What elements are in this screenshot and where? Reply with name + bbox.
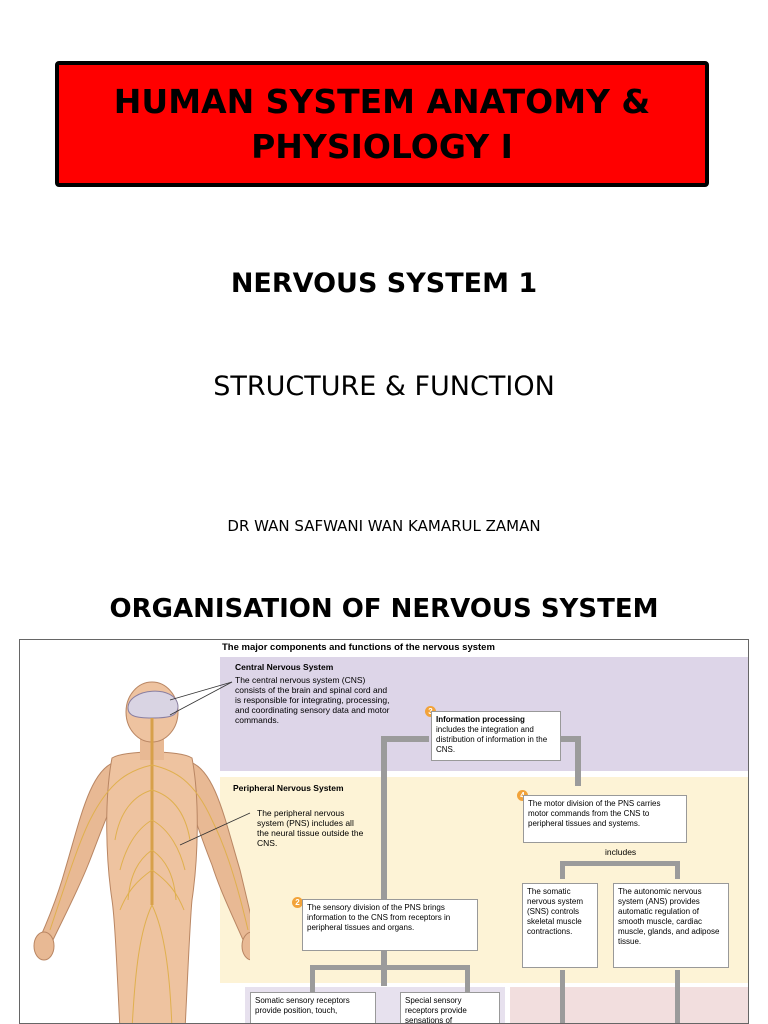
cns-title: Central Nervous System — [235, 662, 334, 672]
step-2-badge: 2 — [292, 897, 303, 908]
branch-left — [560, 861, 565, 879]
arrow-down-to-motor — [575, 736, 581, 786]
leader-lines — [169, 681, 251, 846]
subtitle-nervous-system: NERVOUS SYSTEM 1 — [230, 268, 538, 299]
arrow-into-processing — [381, 736, 429, 742]
figure-caption: The major components and functions of th… — [222, 642, 495, 653]
cns-text: The central nervous system (CNS) consist… — [235, 675, 390, 725]
title-banner: HUMAN SYSTEM ANATOMY & PHYSIOLOGY I — [55, 61, 709, 187]
special-sensory-box: Special sensory receptors provide sensat… — [400, 992, 500, 1023]
somatic-sensory-box: Somatic sensory receptors provide positi… — [250, 992, 376, 1023]
visceral-panel — [510, 987, 748, 1023]
motor-division-box: The motor division of the PNS carries mo… — [523, 795, 687, 843]
info-processing-title: Information processing — [436, 715, 525, 724]
info-processing-text: includes the integration and distributio… — [436, 725, 548, 754]
somatic-down — [560, 970, 565, 1023]
sensory-bar — [310, 965, 470, 970]
branch-bar — [560, 861, 680, 866]
info-processing-box: Information processing includes the inte… — [431, 711, 561, 761]
page-title: HUMAN SYSTEM ANATOMY & PHYSIOLOGY I — [113, 82, 651, 166]
branch-right — [675, 861, 680, 879]
nervous-system-figure: The major components and functions of th… — [19, 639, 749, 1024]
includes-label: includes — [605, 847, 637, 857]
arrow-from-processing — [560, 736, 581, 742]
section-heading: ORGANISATION OF NERVOUS SYSTEM — [109, 594, 659, 624]
pns-text: The peripheral nervous system (PNS) incl… — [257, 808, 364, 848]
pns-title: Peripheral Nervous System — [233, 783, 344, 793]
step-3-badge: 3 — [425, 706, 436, 717]
step-4-badge: 4 — [517, 790, 528, 801]
autonomic-ns-box: The autonomic nervous system (ANS) provi… — [613, 883, 729, 968]
somatic-ns-box: The somatic nervous system (SNS) control… — [522, 883, 598, 968]
author-name: DR WAN SAFWANI WAN KAMARUL ZAMAN — [227, 517, 541, 535]
autonomic-down — [675, 970, 680, 1023]
sensory-division-box: The sensory division of the PNS brings i… — [302, 899, 478, 951]
arrow-up-to-processing — [381, 736, 387, 986]
subtitle-structure-function: STRUCTURE & FUNCTION — [213, 371, 555, 402]
human-body-illustration — [33, 681, 250, 1023]
